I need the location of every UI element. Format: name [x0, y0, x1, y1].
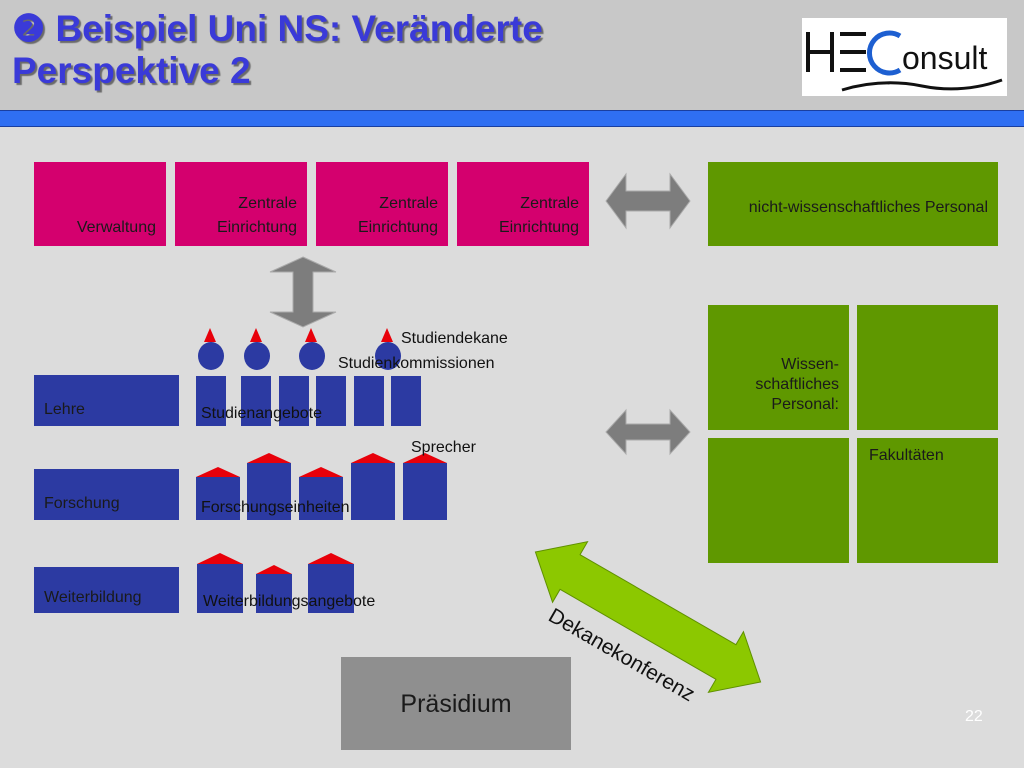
- slide-number: 22: [965, 708, 983, 725]
- box-nicht-wissenschaftliches-personal: nicht-wissenschaftliches Personal: [708, 162, 998, 246]
- fakultaeten-label: Fakultäten: [869, 447, 944, 464]
- studienangebot-box: [196, 376, 226, 426]
- nicht-wiss-label: nicht-wissenschaftliches Personal: [748, 199, 988, 216]
- zentrale-einrichtung-2-label: Zentrale Einrichtung: [357, 195, 438, 236]
- verwaltung-label: Verwaltung: [76, 219, 156, 236]
- slide-title: ❷ Beispiel Uni NS: Veränderte Perspektiv…: [12, 8, 792, 92]
- weiterbildung-label: Weiterbildung: [44, 589, 142, 606]
- studienangebote-label: Studienangebote: [201, 405, 322, 422]
- forschung-label: Forschung: [44, 495, 120, 512]
- box-fakultaeten: Fakultäten: [857, 438, 998, 563]
- double-arrow-horizontal-middle: [605, 408, 691, 456]
- box-praesidium: Präsidium: [341, 657, 571, 750]
- weiterbildungsangebote-label: Weiterbildungsangebote: [203, 593, 376, 610]
- double-arrow-horizontal-top: [605, 172, 691, 230]
- forschungseinheiten-houses: [196, 453, 447, 520]
- heconsult-logo: onsult: [802, 18, 1007, 96]
- logo-text: onsult: [902, 40, 988, 76]
- studienangebot-box: [279, 376, 309, 426]
- zentrale-einrichtung-3-label: Zentrale Einrichtung: [498, 195, 579, 236]
- title-line-2: Perspektive 2: [12, 50, 251, 91]
- box-forschung: Forschung: [34, 469, 179, 520]
- studienangebot-box: [354, 376, 384, 426]
- studienkommissionen-label: Studienkommissionen: [338, 355, 495, 372]
- box-fakultaet-3: [708, 438, 849, 563]
- studienangebot-box: [241, 376, 271, 426]
- praesidium-label: Präsidium: [400, 690, 512, 718]
- box-zentrale-einrichtung-2: Zentrale Einrichtung: [316, 162, 448, 246]
- box-zentrale-einrichtung-3: Zentrale Einrichtung: [457, 162, 589, 246]
- box-wissenschaftliches-personal: Wissen-schaftliches Personal:: [708, 305, 849, 430]
- studienangebot-box: [316, 376, 346, 426]
- box-fakultaet-2: [857, 305, 998, 430]
- double-arrow-vertical: [269, 256, 337, 328]
- studiendekane-figures: [198, 328, 401, 370]
- sprecher-label: Sprecher: [411, 439, 476, 456]
- logo-graphic: [806, 30, 1003, 92]
- title-underline-bar: [0, 110, 1024, 127]
- lehre-label: Lehre: [44, 401, 85, 418]
- studiendekane-label: Studiendekane: [401, 330, 508, 347]
- box-zentrale-einrichtung-1: Zentrale Einrichtung: [175, 162, 307, 246]
- studienangebot-box: [391, 376, 421, 426]
- box-lehre: Lehre: [34, 375, 179, 426]
- dekanekonferenz-arrow: [534, 540, 762, 694]
- zentrale-einrichtung-1-label: Zentrale Einrichtung: [216, 195, 297, 236]
- box-verwaltung: Verwaltung: [34, 162, 166, 246]
- weiterbildungsangebote-houses: [197, 553, 354, 613]
- forschungseinheiten-label: Forschungseinheiten: [201, 499, 350, 516]
- title-line-1: ❷ Beispiel Uni NS: Veränderte: [12, 8, 543, 49]
- wiss-label: Wissen-schaftliches Personal:: [755, 356, 839, 413]
- box-weiterbildung: Weiterbildung: [34, 567, 179, 613]
- studienangebote-boxes: [196, 376, 421, 426]
